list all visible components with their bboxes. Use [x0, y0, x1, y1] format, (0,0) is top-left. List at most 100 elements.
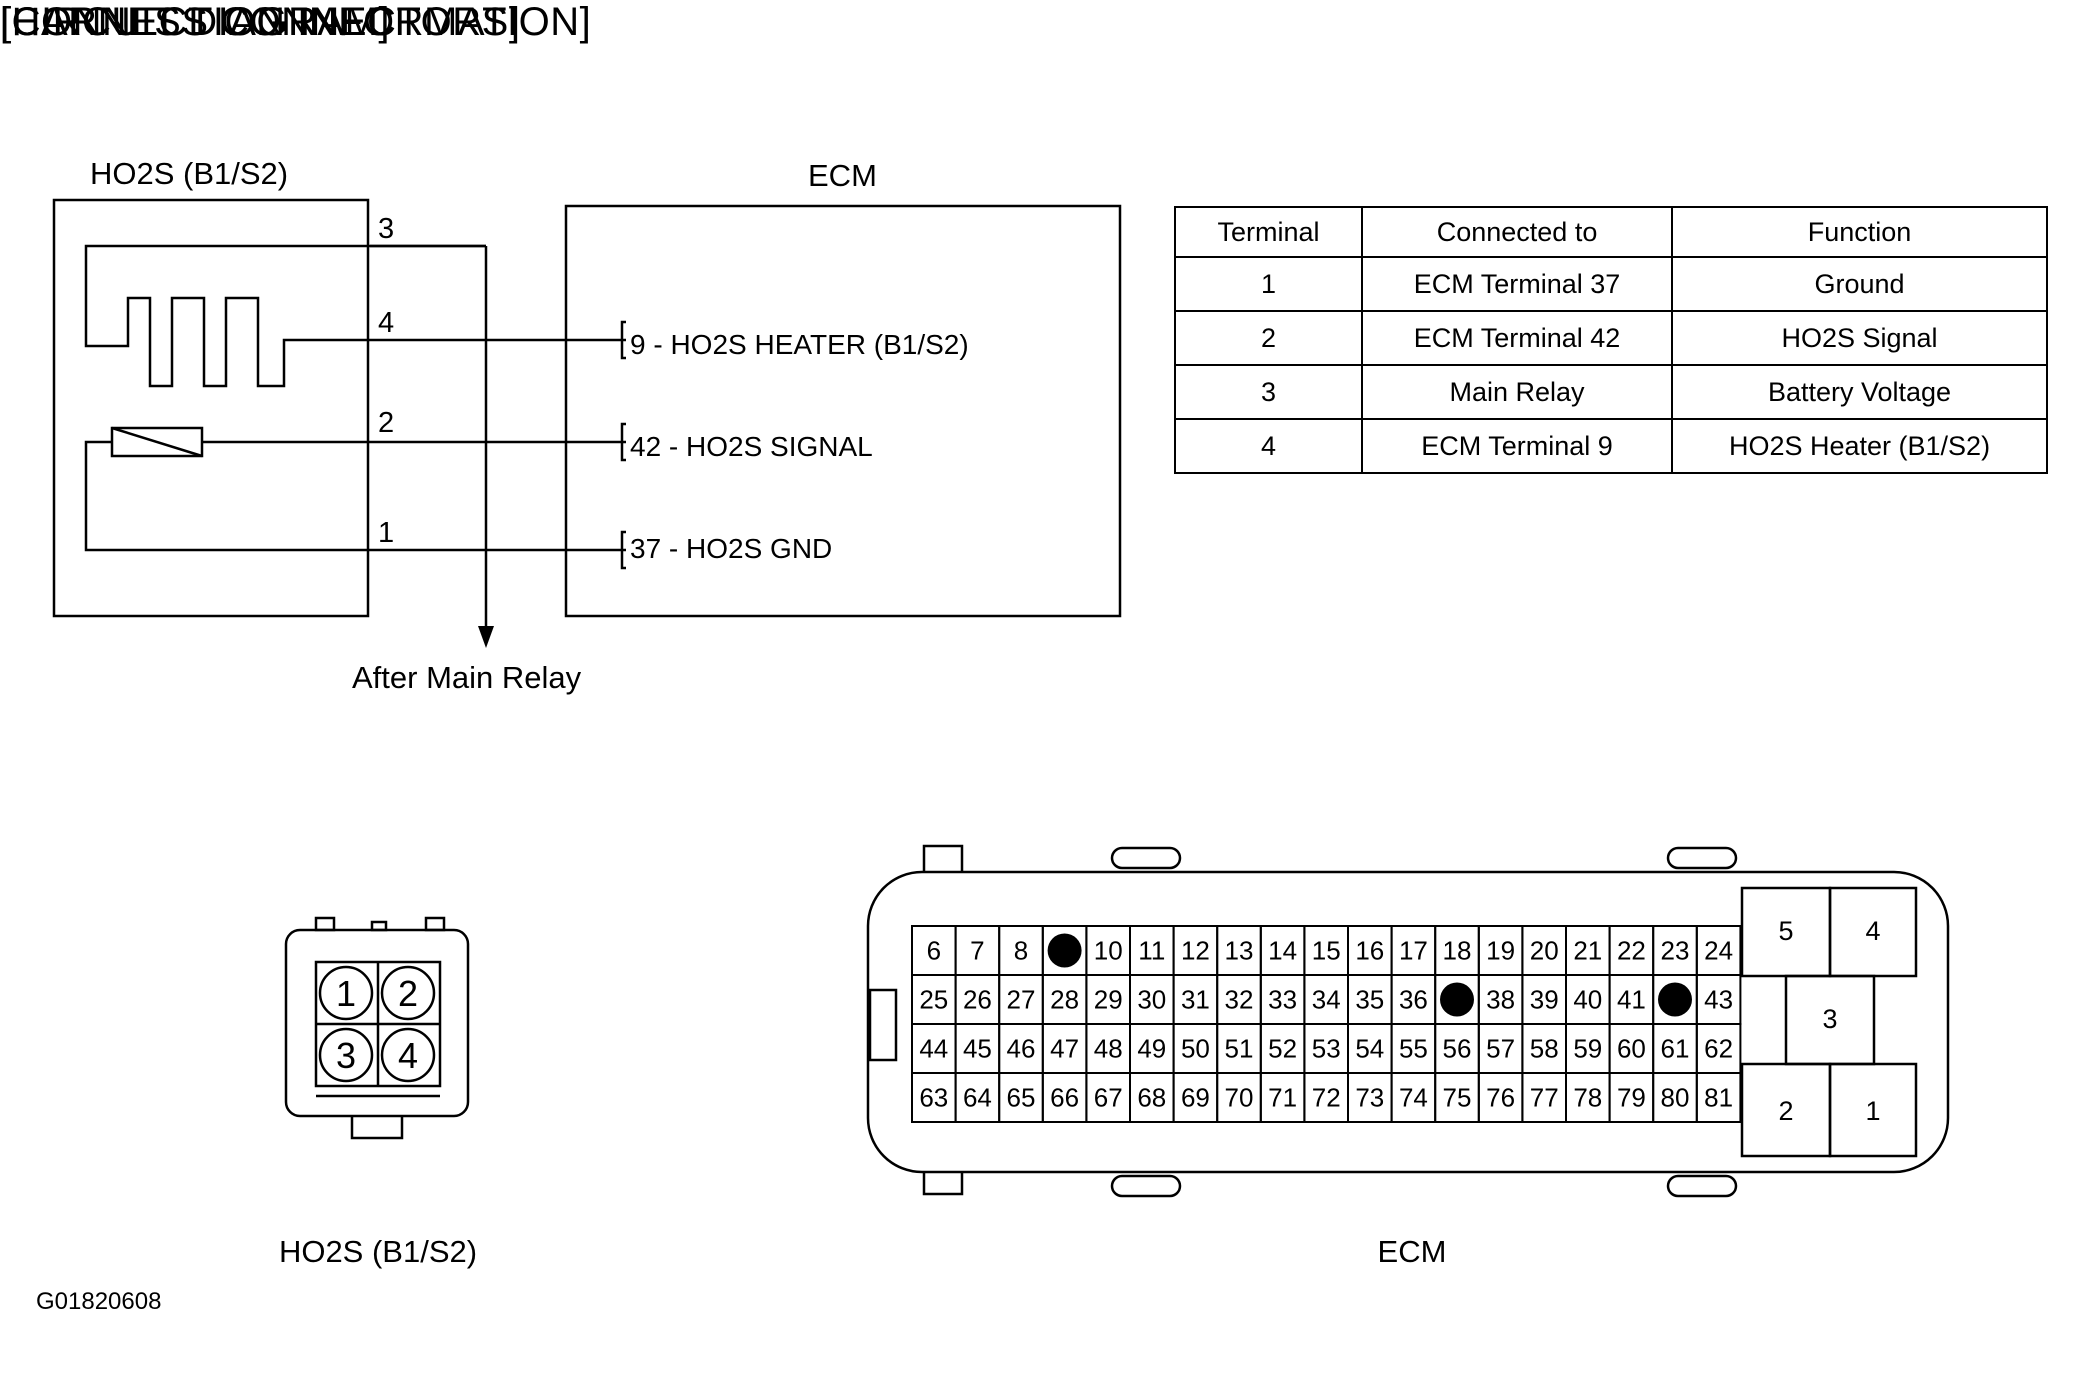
ecm-pin-number: 31	[1181, 985, 1210, 1015]
ecm-pin-number: 54	[1355, 1034, 1384, 1064]
table-cell: ECM Terminal 42	[1361, 310, 1674, 366]
ecm-large-pin-3: 3	[1822, 1004, 1837, 1034]
heater-element	[84, 244, 486, 388]
ecm-pin-number: 15	[1312, 936, 1341, 966]
table-cell: Battery Voltage	[1671, 364, 2048, 420]
ecm-pin-number: 43	[1704, 985, 1733, 1015]
ecm-pin-number: 69	[1181, 1083, 1210, 1113]
ecm-connector-label: ECM	[1378, 1234, 1447, 1269]
ecm-pin-number: 11	[1138, 936, 1165, 966]
ecm-pin-number: 59	[1573, 1034, 1602, 1064]
table-header-terminal: Terminal	[1173, 206, 1364, 258]
ecm-pin-number: 39	[1530, 985, 1559, 1015]
table-row: 2 ECM Terminal 42 HO2S Signal	[1173, 310, 2048, 366]
ecm-pin-number: 60	[1617, 1034, 1646, 1064]
after-main-relay-label: After Main Relay	[352, 660, 582, 695]
ecm-pin-number: 36	[1399, 985, 1428, 1015]
table-cell: 2	[1173, 310, 1364, 366]
ecm-pin-number: 21	[1573, 936, 1602, 966]
table-row: 1 ECM Terminal 37 Ground	[1173, 256, 2048, 312]
ecm-pin-number: 78	[1573, 1083, 1602, 1113]
ecm-pin-number: 38	[1486, 985, 1515, 1015]
table-row: 3 Main Relay Battery Voltage	[1173, 364, 2048, 420]
ecm-pin-number: 74	[1399, 1083, 1428, 1113]
ecm-pin-number: 20	[1530, 936, 1559, 966]
connection-info-table: Terminal Connected to Function 1 ECM Ter…	[1173, 206, 2048, 474]
ecm-pin-number: 10	[1094, 936, 1123, 966]
ecm-pin-number: 80	[1661, 1083, 1690, 1113]
ho2s-harness-connector	[284, 916, 470, 1140]
ecm-pin-number: 71	[1268, 1083, 1297, 1113]
ecm-pin-number: 24	[1704, 936, 1733, 966]
ecm-pin-number: 14	[1268, 936, 1297, 966]
ecm-pin-number: 22	[1617, 936, 1646, 966]
connection-info-heading: [CONNECTION INFORMATION]	[0, 0, 592, 44]
ecm-pin-number: 47	[1050, 1034, 1079, 1064]
ecm-pin-number: 77	[1530, 1083, 1559, 1113]
ecm-pin-number: 46	[1007, 1034, 1036, 1064]
table-cell: ECM Terminal 37	[1361, 256, 1674, 312]
ecm-pin-number: 66	[1050, 1083, 1079, 1113]
ecm-pin-number: 28	[1050, 985, 1079, 1015]
ecm-pin-number: 64	[963, 1083, 992, 1113]
ecm-pin-number: 75	[1443, 1083, 1472, 1113]
ecm-pin-number: 29	[1094, 985, 1123, 1015]
ecm-pin-number: 79	[1617, 1083, 1646, 1113]
ecm-pin-number: 23	[1661, 936, 1690, 966]
ecm-label: ECM	[808, 158, 877, 193]
table-cell: HO2S Signal	[1671, 310, 2048, 366]
ecm-pin-number: 45	[963, 1034, 992, 1064]
ecm-pin-number: 62	[1704, 1034, 1733, 1064]
ho2s-pin-1: 1	[336, 973, 356, 1014]
pin-label-4: 4	[378, 307, 394, 339]
ecm-pin-number: 81	[1704, 1083, 1733, 1113]
ho2s-sensor-label: HO2S (B1/S2)	[90, 156, 288, 191]
ho2s-connector-label: HO2S (B1/S2)	[279, 1234, 477, 1269]
ecm-terminal-heater: 9 - HO2S HEATER (B1/S2)	[630, 329, 969, 360]
table-header-connected-to: Connected to	[1361, 206, 1674, 258]
table-cell: ECM Terminal 9	[1361, 418, 1674, 474]
ecm-pin-number: 16	[1355, 936, 1384, 966]
ecm-pin-number: 7	[970, 936, 984, 966]
table-cell: Ground	[1671, 256, 2048, 312]
ecm-pin-number: 18	[1443, 936, 1472, 966]
ecm-terminal-ground: 37 - HO2S GND	[630, 533, 832, 564]
ecm-pin-number: 58	[1530, 1034, 1559, 1064]
figure-id: G01820608	[36, 1288, 162, 1315]
ecm-pin-number: 19	[1486, 936, 1515, 966]
ecm-pin-number: 67	[1094, 1083, 1123, 1113]
ecm-terminal-signal: 42 - HO2S SIGNAL	[630, 431, 873, 462]
ecm-box	[564, 204, 1122, 618]
table-cell: 3	[1173, 364, 1364, 420]
ecm-pin-number: 41	[1617, 985, 1646, 1015]
ecm-pin-number: 73	[1355, 1083, 1384, 1113]
pin-label-3: 3	[378, 213, 394, 245]
ecm-pin-cell	[1695, 1072, 1742, 1123]
ecm-pin-number: 72	[1312, 1083, 1341, 1113]
ecm-pin-number: 49	[1137, 1034, 1166, 1064]
ecm-pin-number: 70	[1225, 1083, 1254, 1113]
down-arrow-icon	[478, 626, 494, 648]
ecm-pin-number: 76	[1486, 1083, 1515, 1113]
ecm-pin-number: 51	[1225, 1034, 1254, 1064]
ecm-harness-connector	[866, 844, 1950, 1198]
ecm-large-pin-4: 4	[1865, 916, 1880, 946]
table-cell: 4	[1173, 418, 1364, 474]
ecm-pin-number: 6	[927, 936, 941, 966]
ecm-pin-number: 65	[1007, 1083, 1036, 1113]
ecm-pin-number: 30	[1137, 985, 1166, 1015]
ecm-pin-number: 35	[1355, 985, 1384, 1015]
ecm-pin-number: 44	[919, 1034, 948, 1064]
ecm-pin-number: 12	[1181, 936, 1210, 966]
ecm-pin-number: 52	[1268, 1034, 1297, 1064]
ecm-pin-number: 13	[1225, 936, 1254, 966]
pin-label-2: 2	[378, 407, 394, 439]
ecm-pin-number: 8	[1014, 936, 1028, 966]
ecm-pin-number: 61	[1661, 1034, 1690, 1064]
ecm-used-pin-marker	[1658, 982, 1692, 1017]
table-header-function: Function	[1671, 206, 2048, 258]
ho2s-pin-4: 4	[398, 1035, 418, 1076]
ecm-large-pin-1: 1	[1865, 1096, 1880, 1126]
